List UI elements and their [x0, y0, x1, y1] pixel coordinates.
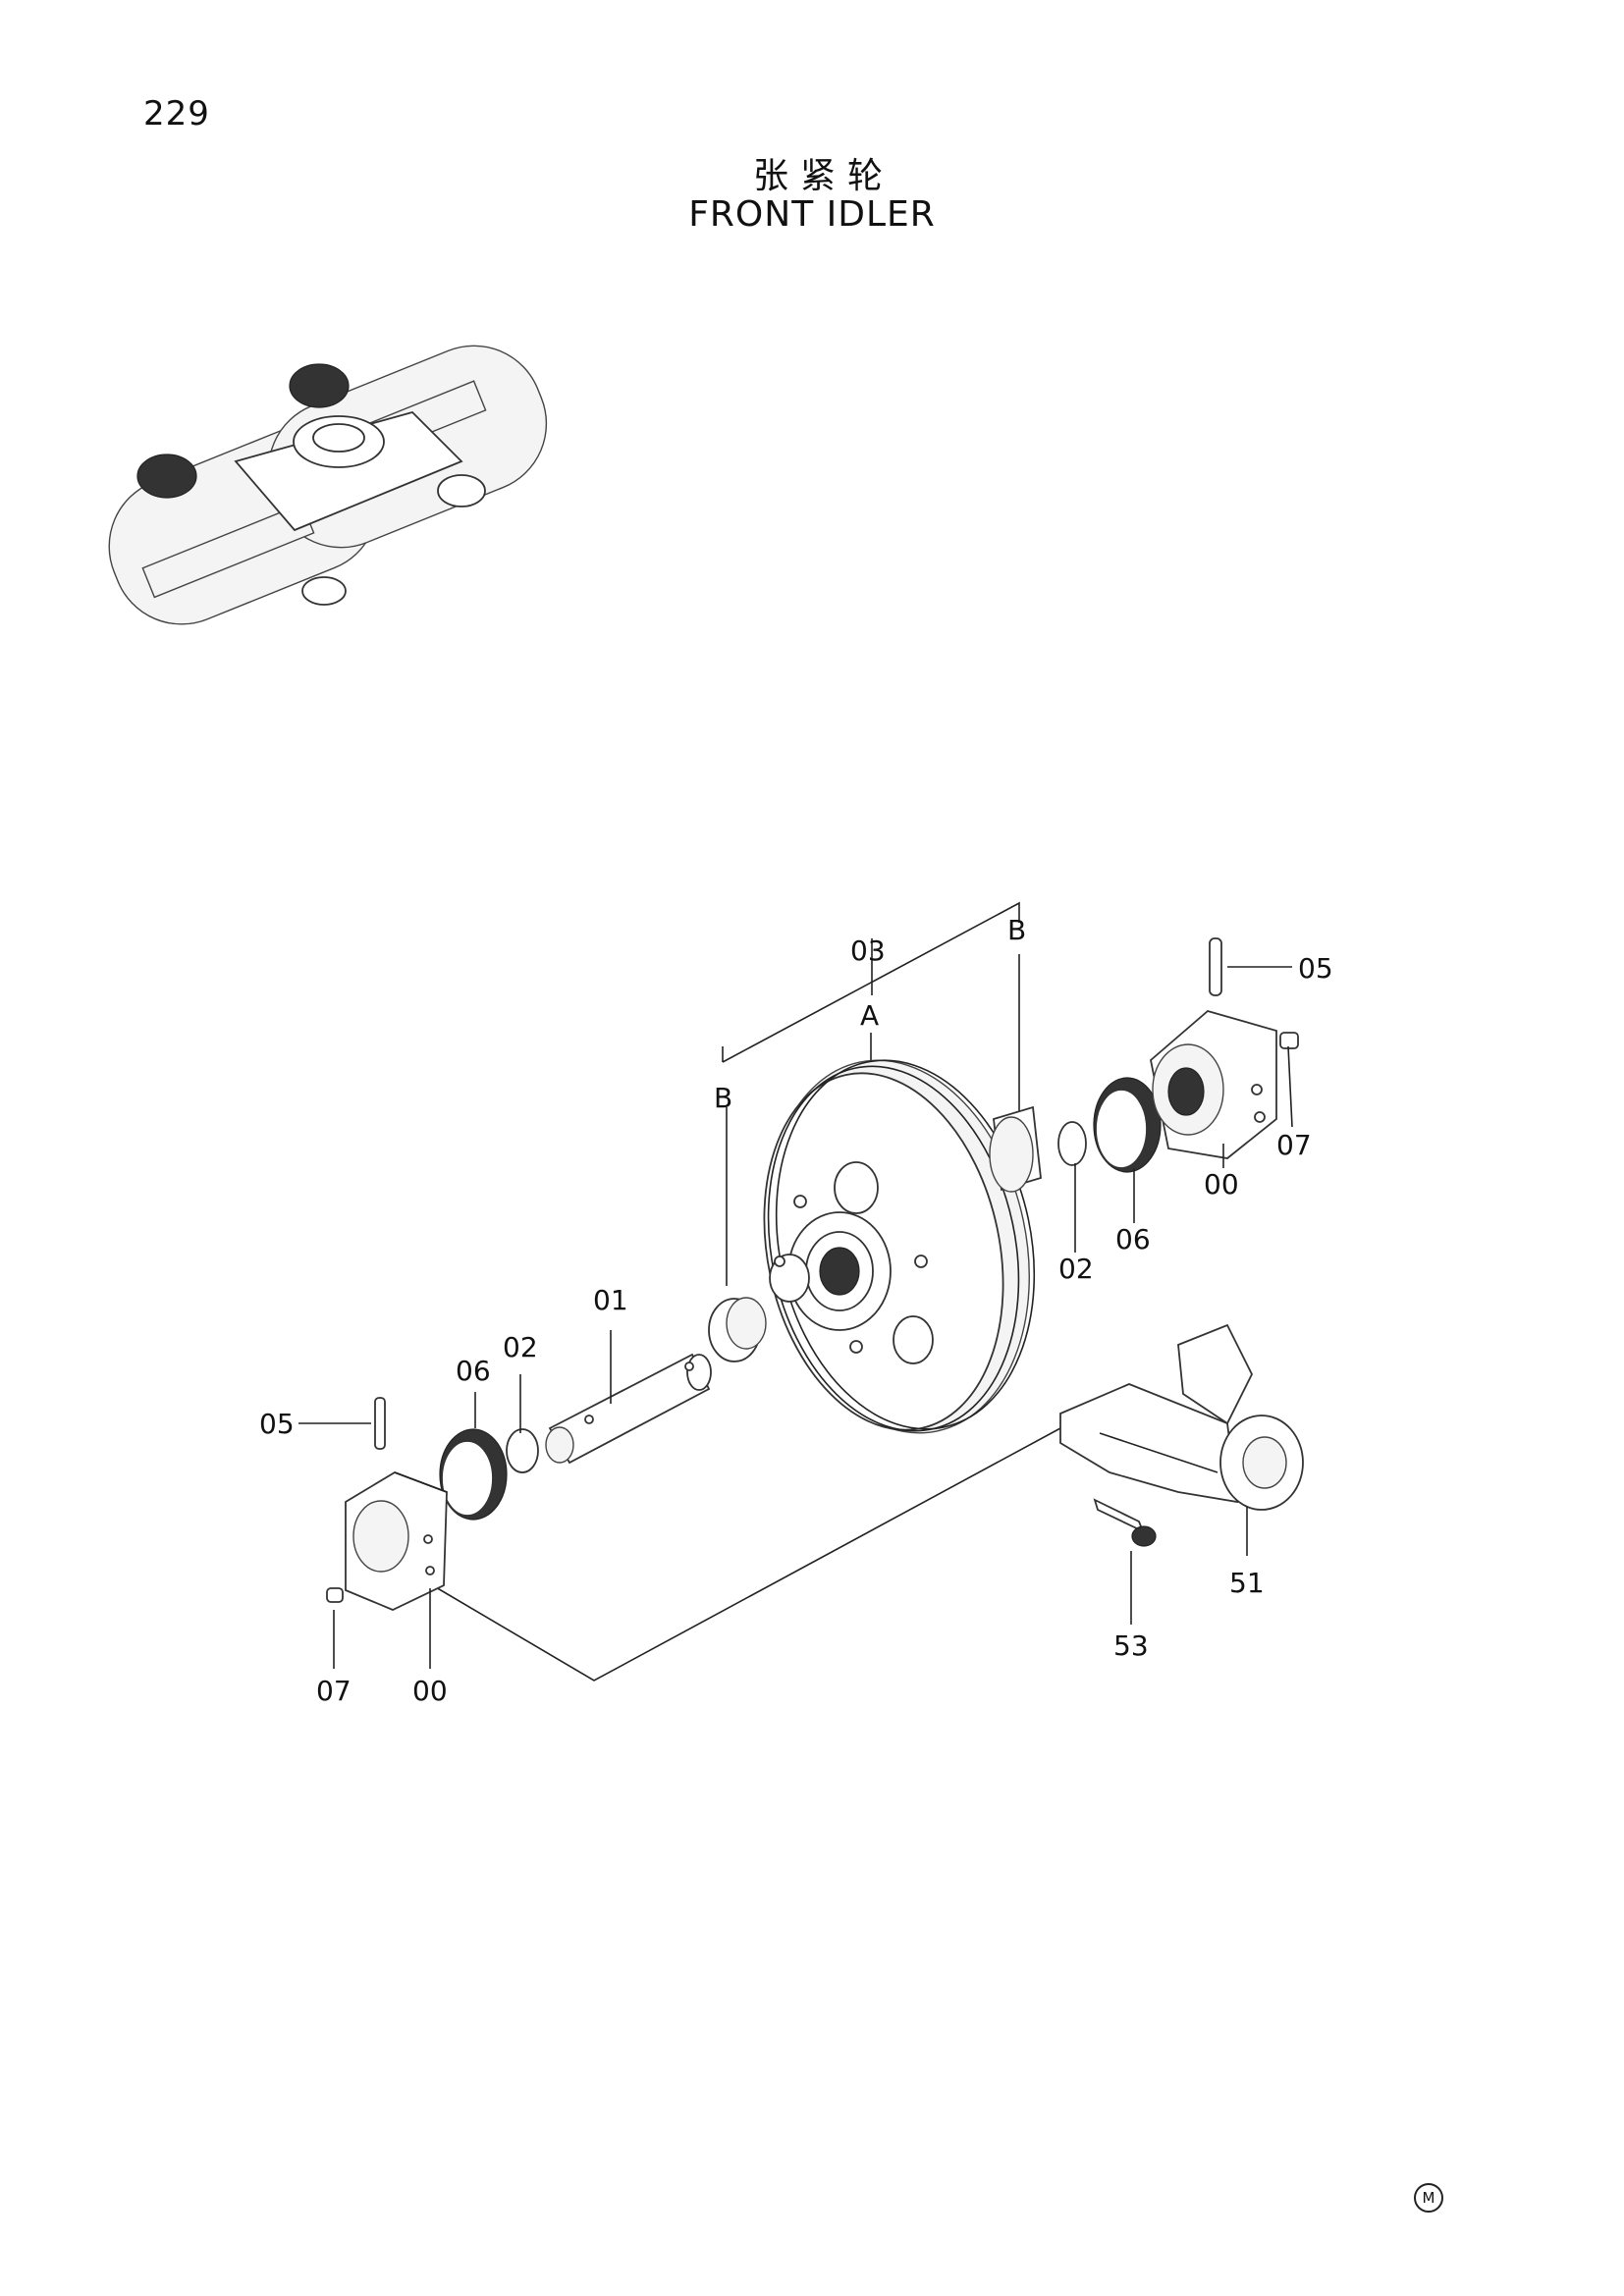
- pin-left: [374, 1397, 386, 1450]
- plug-right: [1279, 1032, 1299, 1049]
- page-number: 229: [143, 94, 210, 133]
- callout-07-left: 07: [316, 1675, 352, 1707]
- callout-07-right: 07: [1276, 1129, 1312, 1161]
- callout-06-left: 06: [456, 1355, 491, 1387]
- floating-seal-right: [1093, 1077, 1162, 1173]
- idler-wheel: [763, 1059, 1036, 1434]
- callout-b-top: B: [1007, 914, 1026, 946]
- pin-right: [1209, 937, 1222, 996]
- callout-b-left: B: [714, 1082, 732, 1114]
- bolt: [1093, 1498, 1157, 1547]
- callout-02-left: 02: [503, 1331, 538, 1363]
- callout-53: 53: [1113, 1629, 1149, 1662]
- maker-mark-badge: M: [1414, 2183, 1443, 2213]
- title-english: FRONT IDLER: [688, 194, 936, 235]
- callout-05-left: 05: [259, 1408, 295, 1440]
- shaft: [545, 1353, 712, 1465]
- callout-06-right: 06: [1115, 1223, 1151, 1255]
- callout-a: A: [860, 999, 879, 1032]
- bearing-block-right: [1150, 1010, 1277, 1159]
- callout-51: 51: [1229, 1567, 1265, 1599]
- o-ring-left: [506, 1428, 539, 1473]
- leader-lines: [298, 966, 1293, 1669]
- callout-00-right: 00: [1204, 1168, 1239, 1201]
- floating-seal-left: [439, 1428, 508, 1521]
- bushing-b-left: [708, 1297, 767, 1362]
- title-chinese: 张紧轮: [752, 156, 894, 196]
- o-ring-right: [1057, 1121, 1087, 1166]
- idler-bracket: [1059, 1323, 1304, 1511]
- callout-03: 03: [850, 934, 886, 967]
- callout-00-left: 00: [412, 1675, 448, 1707]
- callout-05-right: 05: [1298, 952, 1333, 985]
- callout-01: 01: [593, 1284, 628, 1316]
- undercarriage-overview-sketch: [108, 345, 548, 625]
- bushing-b-right: [989, 1105, 1042, 1193]
- callout-02-right: 02: [1058, 1253, 1094, 1285]
- bearing-block-left: [345, 1471, 448, 1611]
- plug-left: [326, 1587, 344, 1603]
